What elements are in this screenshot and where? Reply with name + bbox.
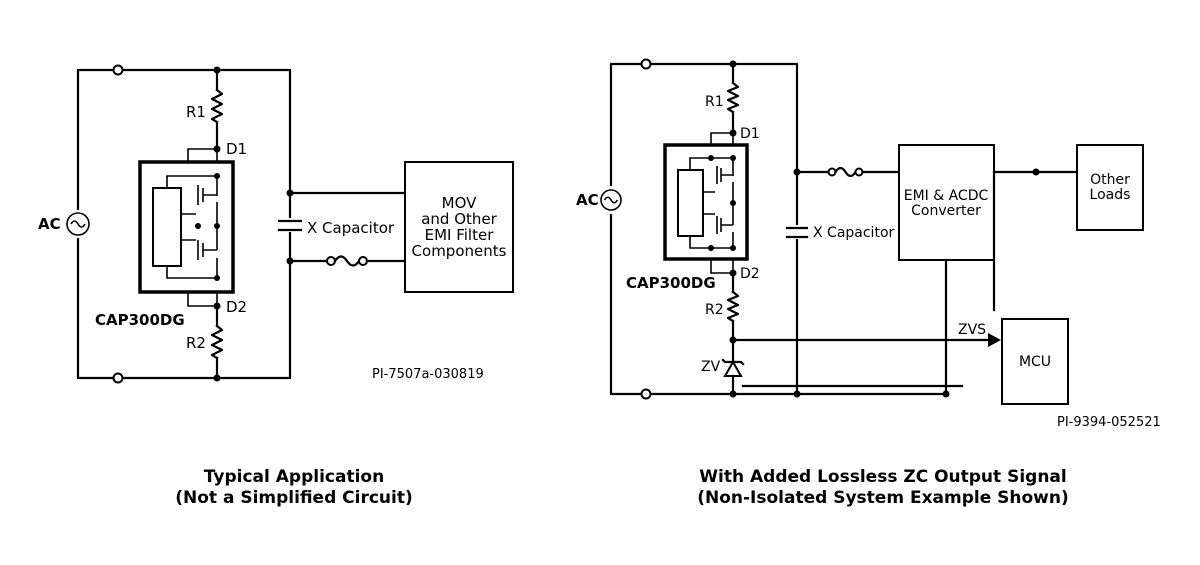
right-caption-title: With Added Lossless ZC Output Signal (699, 467, 1066, 487)
mcu-box (1001, 318, 1069, 405)
filter-box-line: Components (412, 242, 507, 260)
ic-label: CAP300DG (626, 274, 716, 292)
converter-box (898, 144, 995, 261)
terminal-icon (112, 372, 124, 384)
ac-source-icon (600, 189, 622, 211)
terminal-icon (640, 58, 652, 70)
x-capacitor-label: X Capacitor (307, 219, 395, 237)
d2-label: D2 (226, 298, 247, 316)
left-caption-title: Typical Application (204, 467, 384, 487)
right-circuit: AC R1 D1 CAP300DG D2 R2 (576, 58, 1161, 430)
x-capacitor-label: X Capacitor (813, 225, 895, 241)
converter-box-line: Converter (911, 203, 981, 219)
terminal-icon (112, 64, 124, 76)
resistor-r1-icon (726, 81, 740, 114)
zener-diode-icon (723, 359, 743, 377)
filter-box-line: EMI Filter (425, 226, 495, 244)
r1-label: R1 (705, 94, 724, 110)
zv-label: ZV (701, 359, 721, 375)
r1-label: R1 (186, 103, 206, 121)
resistor-r2-icon (210, 324, 224, 360)
converter-box-line: EMI & ACDC (904, 188, 989, 204)
d1-label: D1 (740, 126, 760, 142)
resistor-r2-icon (726, 290, 740, 323)
arrow-icon (988, 333, 1001, 347)
fuse-icon (333, 255, 361, 267)
filter-box-line: MOV (442, 194, 477, 212)
mcu-label: MCU (1019, 354, 1051, 370)
filter-box (404, 161, 514, 293)
right-caption-subtitle: (Non-Isolated System Example Shown) (697, 488, 1069, 508)
other-loads-box (1076, 144, 1144, 231)
loads-box-line: Loads (1090, 187, 1131, 203)
terminal-icon (640, 388, 652, 400)
zvs-label: ZVS (958, 322, 986, 338)
filter-box-line: and Other (421, 210, 497, 228)
d1-label: D1 (226, 140, 247, 158)
reference-id: PI-7507a-030819 (372, 367, 484, 382)
ac-source-icon (66, 212, 90, 236)
r2-label: R2 (186, 334, 206, 352)
cap300dg-chip (138, 160, 235, 294)
left-caption-subtitle: (Not a Simplified Circuit) (175, 488, 413, 508)
fuse-icon (833, 166, 858, 178)
ac-label: AC (576, 191, 599, 209)
d2-label: D2 (740, 266, 760, 282)
cap300dg-chip (663, 143, 749, 261)
resistor-r1-icon (210, 88, 224, 124)
ic-label: CAP300DG (95, 311, 185, 329)
reference-id: PI-9394-052521 (1057, 415, 1161, 430)
ac-label: AC (38, 215, 61, 233)
r2-label: R2 (705, 302, 724, 318)
left-circuit: AC R1 D1 CAP300DG D2 R2 X (38, 64, 514, 384)
loads-box-line: Other (1090, 172, 1130, 188)
